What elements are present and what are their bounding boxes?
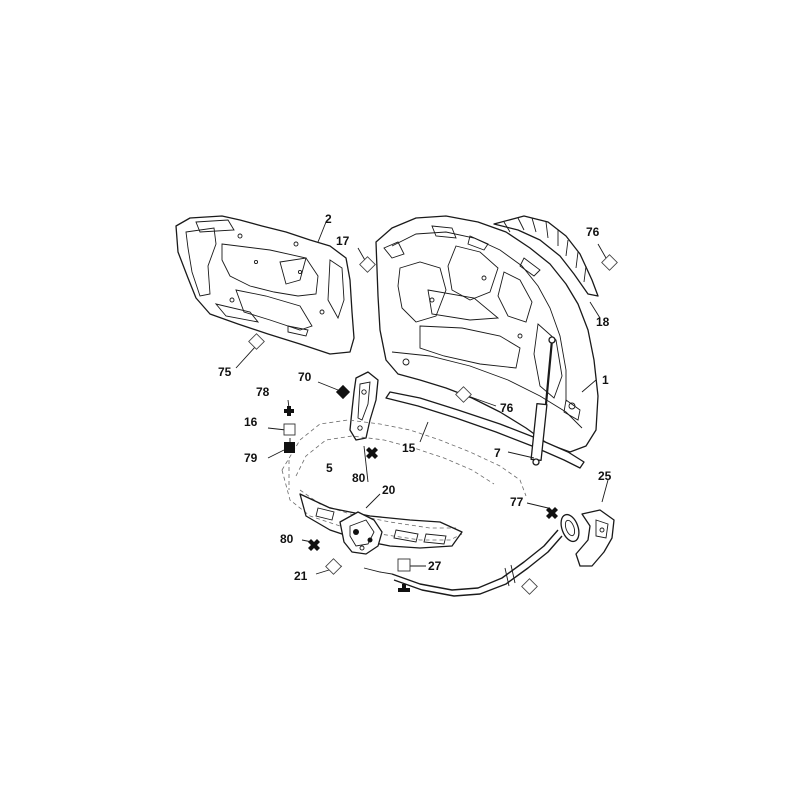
callout-7: 7 — [494, 446, 501, 460]
callout-15: 15 — [402, 441, 416, 455]
front-body-outline — [281, 419, 527, 549]
open-square-symbol — [325, 558, 342, 575]
open-square-symbol — [283, 423, 296, 436]
open-square-symbol — [521, 578, 538, 595]
reference-symbols — [248, 254, 618, 595]
open-square-symbol — [359, 256, 376, 273]
callout-78: 78 — [256, 385, 270, 399]
hood-latch — [339, 511, 383, 555]
callout-5: 5 — [326, 461, 333, 475]
callout-25: 25 — [598, 469, 612, 483]
callout-27: 27 — [428, 559, 442, 573]
screw-cross-symbol — [308, 539, 320, 551]
callout-1: 1 — [602, 373, 609, 387]
callout-70: 70 — [298, 370, 312, 384]
open-square-symbol — [455, 386, 472, 403]
callout-79: 79 — [244, 451, 258, 465]
solid-square-symbol — [335, 384, 351, 400]
hood-front-seal-strip — [493, 215, 599, 297]
hood-release-cable — [363, 529, 563, 597]
hood-insulation-panel — [175, 215, 355, 355]
callout-77: 77 — [510, 495, 524, 509]
callout-17: 17 — [336, 234, 350, 248]
callout-16: 16 — [244, 415, 258, 429]
callout-18: 18 — [596, 315, 610, 329]
solid-square-symbol — [284, 442, 295, 453]
callout-76-mid: 76 — [500, 401, 514, 415]
callout-20: 20 — [382, 483, 396, 497]
open-square-symbol — [397, 558, 411, 572]
open-square-symbol — [248, 333, 265, 350]
callout-75: 75 — [218, 365, 232, 379]
callout-2: 2 — [325, 212, 332, 226]
open-square-symbol — [601, 254, 618, 271]
hood-panel — [375, 215, 599, 453]
screw-cross-symbol — [398, 584, 410, 592]
callout-80-latch: 80 — [280, 532, 294, 546]
callout-76-top: 76 — [586, 225, 600, 239]
hood-hinge — [349, 371, 379, 441]
hood-rear-seal-strip — [385, 391, 585, 469]
screw-cross-symbol — [366, 447, 378, 459]
hood-gas-strut — [530, 336, 556, 466]
screw-cross-symbol — [546, 507, 558, 519]
screw-cross-symbol — [284, 406, 294, 416]
callout-80-hinge: 80 — [352, 471, 366, 485]
hood-release-handle — [560, 509, 615, 567]
callout-labels: 1 2 5 7 15 16 17 18 20 21 25 27 70 75 76… — [218, 212, 612, 583]
callout-21: 21 — [294, 569, 308, 583]
